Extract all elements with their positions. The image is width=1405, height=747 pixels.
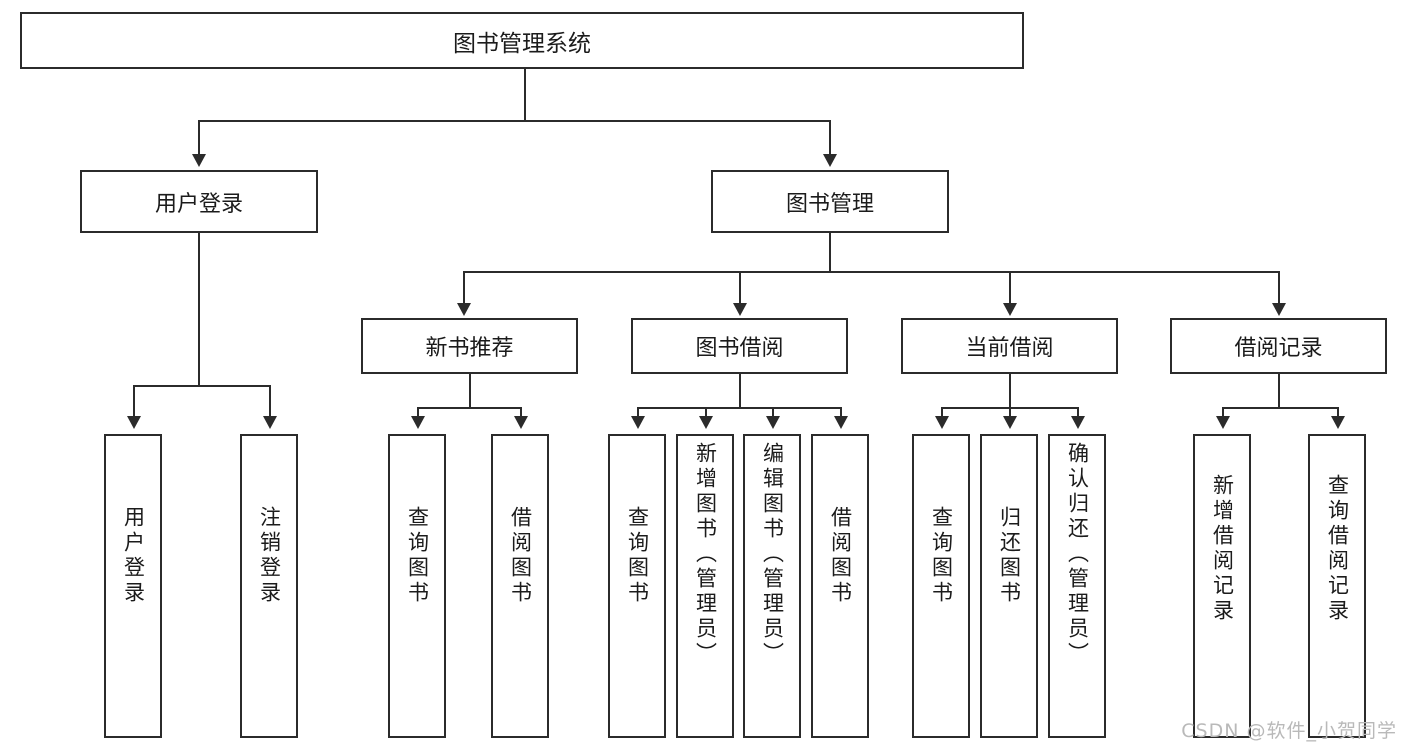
connector-book-manage-stem [829,233,831,271]
node-leaf-return-book-label: 归还图书 [997,506,1022,606]
node-leaf-query-record-label: 查询借阅记录 [1325,474,1350,624]
connector-drop-leaf-add-book [705,407,707,418]
arrowhead-leaf-borrow-book-2 [834,416,848,429]
node-leaf-add-record[interactable]: 新增借阅记录 [1193,434,1251,738]
node-leaf-query-book-2-label: 查询图书 [625,506,650,606]
node-leaf-borrow-book-1[interactable]: 借阅图书 [491,434,549,738]
arrowhead-leaf-return-book [1003,416,1017,429]
node-leaf-user-logout-label: 注销登录 [257,506,282,606]
node-leaf-user-logout[interactable]: 注销登录 [240,434,298,738]
arrowhead-book-manage [823,154,837,167]
node-leaf-add-book[interactable]: 新增图书（管理员） [676,434,734,738]
arrowhead-borrow-record [1272,303,1286,316]
connector-drop-new-book-recommend [463,271,465,305]
node-book-manage[interactable]: 图书管理 [711,170,949,233]
connector-book-borrow-stem [739,374,741,407]
node-borrow-record-label: 借阅记录 [1234,336,1323,361]
connector-root-stem [524,68,526,120]
connector-borrow-record-bus [1222,407,1339,409]
node-book-manage-label: 图书管理 [785,191,874,217]
node-user-login[interactable]: 用户登录 [80,170,318,233]
connector-drop-leaf-user-login [133,385,135,418]
node-leaf-borrow-book-1-label: 借阅图书 [508,506,533,606]
connector-drop-current-borrow [1009,271,1011,305]
connector-drop-leaf-query-record [1337,407,1339,418]
arrowhead-leaf-add-book [699,416,713,429]
connector-drop-book-borrow [739,271,741,305]
node-new-book-recommend-label: 新书推荐 [425,336,514,361]
arrowhead-new-book-recommend [457,303,471,316]
connector-user-login-bus [133,385,270,387]
node-current-borrow-label: 当前借阅 [965,336,1054,361]
connector-drop-leaf-borrow-book-2 [840,407,842,418]
node-leaf-user-login[interactable]: 用户登录 [104,434,162,738]
arrowhead-leaf-user-logout [263,416,277,429]
node-user-login-label: 用户登录 [154,191,243,217]
node-leaf-query-record[interactable]: 查询借阅记录 [1308,434,1366,738]
node-leaf-confirm-return-label: 确认归还（管理员） [1065,442,1090,667]
node-leaf-borrow-book-2-label: 借阅图书 [828,506,853,606]
connector-drop-leaf-edit-book [772,407,774,418]
node-current-borrow[interactable]: 当前借阅 [901,318,1118,374]
arrowhead-leaf-borrow-book-1 [514,416,528,429]
node-leaf-add-record-label: 新增借阅记录 [1210,474,1235,624]
node-leaf-query-book-3-label: 查询图书 [929,506,954,606]
connector-user-login-stem [198,233,200,385]
node-book-borrow[interactable]: 图书借阅 [631,318,848,374]
node-leaf-edit-book[interactable]: 编辑图书（管理员） [743,434,801,738]
connector-root-bus [198,120,831,122]
connector-drop-leaf-borrow-book-1 [520,407,522,418]
arrowhead-leaf-confirm-return [1071,416,1085,429]
node-book-borrow-label: 图书借阅 [695,336,784,361]
connector-borrow-record-stem [1278,374,1280,407]
node-root[interactable]: 图书管理系统 [20,12,1024,69]
node-leaf-query-book-1-label: 查询图书 [405,506,430,606]
connector-drop-leaf-user-logout [269,385,271,418]
connector-drop-leaf-add-record [1222,407,1224,418]
node-leaf-query-book-1[interactable]: 查询图书 [388,434,446,738]
arrowhead-leaf-edit-book [766,416,780,429]
arrowhead-user-login [192,154,206,167]
connector-book-manage-bus [463,271,1280,273]
node-leaf-confirm-return[interactable]: 确认归还（管理员） [1048,434,1106,738]
node-leaf-return-book[interactable]: 归还图书 [980,434,1038,738]
arrowhead-leaf-user-login [127,416,141,429]
connector-drop-leaf-query-book-2 [637,407,639,418]
arrowhead-leaf-query-book-3 [935,416,949,429]
node-leaf-query-book-3[interactable]: 查询图书 [912,434,970,738]
arrowhead-leaf-query-book-1 [411,416,425,429]
node-borrow-record[interactable]: 借阅记录 [1170,318,1387,374]
node-root-label: 图书管理系统 [453,30,591,57]
connector-new-book-recommend-bus [417,407,522,409]
connector-drop-leaf-query-book-1 [417,407,419,418]
connector-current-borrow-stem [1009,374,1011,407]
arrowhead-leaf-query-book-2 [631,416,645,429]
node-leaf-edit-book-label: 编辑图书（管理员） [760,442,785,667]
arrowhead-book-borrow [733,303,747,316]
node-leaf-borrow-book-2[interactable]: 借阅图书 [811,434,869,738]
connector-drop-user-login [198,120,200,156]
arrowhead-current-borrow [1003,303,1017,316]
node-leaf-user-login-label: 用户登录 [121,506,146,606]
node-leaf-query-book-2[interactable]: 查询图书 [608,434,666,738]
connector-drop-leaf-confirm-return [1077,407,1079,418]
node-new-book-recommend[interactable]: 新书推荐 [361,318,578,374]
connector-book-borrow-bus [637,407,842,409]
connector-drop-borrow-record [1278,271,1280,305]
connector-drop-book-manage [829,120,831,156]
watermark: CSDN @软件_小贺同学 [1181,720,1397,742]
arrowhead-leaf-add-record [1216,416,1230,429]
connector-drop-leaf-query-book-3 [941,407,943,418]
node-leaf-add-book-label: 新增图书（管理员） [693,442,718,667]
arrowhead-leaf-query-record [1331,416,1345,429]
connector-drop-leaf-return-book [1009,407,1011,418]
connector-new-book-recommend-stem [469,374,471,407]
